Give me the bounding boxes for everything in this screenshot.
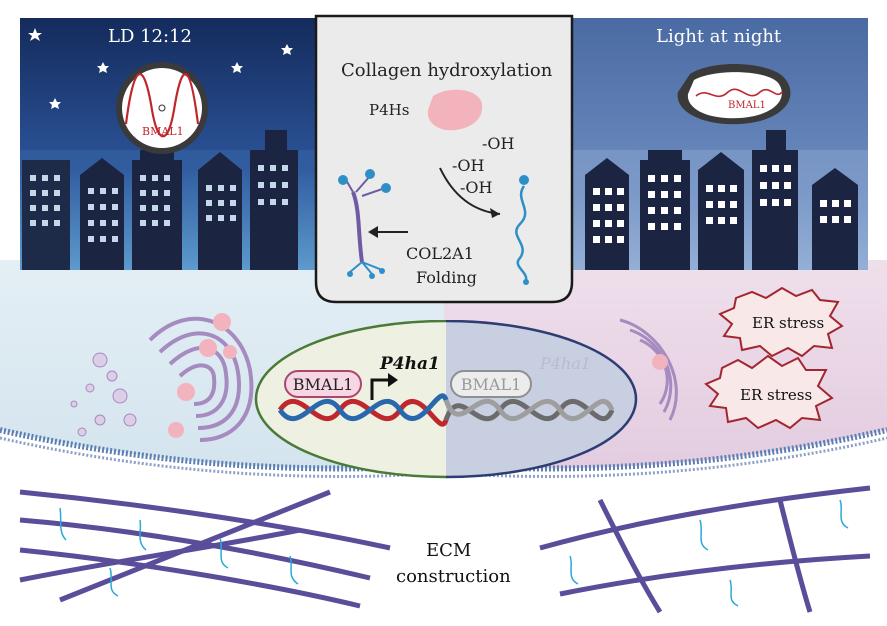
ecm-fibrils-left (19, 489, 391, 609)
arrow-left-icon (368, 226, 378, 238)
er-stress-label-2: ER stress (740, 386, 813, 404)
dna-inactive (443, 398, 615, 422)
transcription-arrow-icon (370, 378, 392, 400)
stars (28, 28, 293, 109)
bmal1-inactive-label: BMAL1 (460, 374, 522, 394)
bmal1-inactive-badge: BMAL1 (450, 370, 532, 398)
left-panel-title: LD 12:12 (108, 26, 192, 47)
left-clock-label: BMAL1 (142, 125, 184, 138)
gene-inactive-label: P4ha1 (540, 354, 591, 373)
center-box-title: Collagen hydroxylation (341, 60, 553, 81)
er-stress-label-1: ER stress (752, 314, 825, 332)
gene-active-label: P4ha1 (380, 354, 440, 374)
arrow-icon (490, 208, 500, 218)
collagen-hydroxylation-box (314, 14, 574, 304)
bmal1-active-badge: BMAL1 (284, 370, 362, 398)
ecm-label-line2: construction (396, 566, 511, 587)
vesicles (70, 352, 137, 437)
folded-collagen-icon (338, 169, 391, 279)
p4h-clusters-left (168, 313, 237, 438)
enzyme-label: P4Hs (369, 101, 410, 119)
process-label: Folding (416, 268, 477, 287)
clock-icon-right (677, 63, 791, 125)
right-panel-title: Light at night (656, 26, 782, 47)
ecm-label-line1: ECM (426, 540, 472, 561)
bmal1-active-label: BMAL1 (292, 374, 354, 394)
er-stress-burst-2 (704, 354, 834, 430)
ecm-fibrils-right (539, 485, 871, 614)
p4h-enzyme-icon (427, 89, 483, 131)
golgi-er-left (148, 316, 254, 442)
hydroxyl-label-3: -OH (460, 178, 493, 197)
hydroxyl-label-2: -OH (452, 156, 485, 175)
dna-active (277, 393, 449, 427)
protein-label: COL2A1 (406, 244, 474, 263)
right-clock-label: BMAL1 (728, 100, 766, 111)
clock-icon-left (116, 62, 208, 154)
unfolded-collagen-icon (515, 175, 529, 285)
hydroxyl-label-1: -OH (482, 134, 515, 153)
er-stress-burst-1 (718, 286, 844, 358)
